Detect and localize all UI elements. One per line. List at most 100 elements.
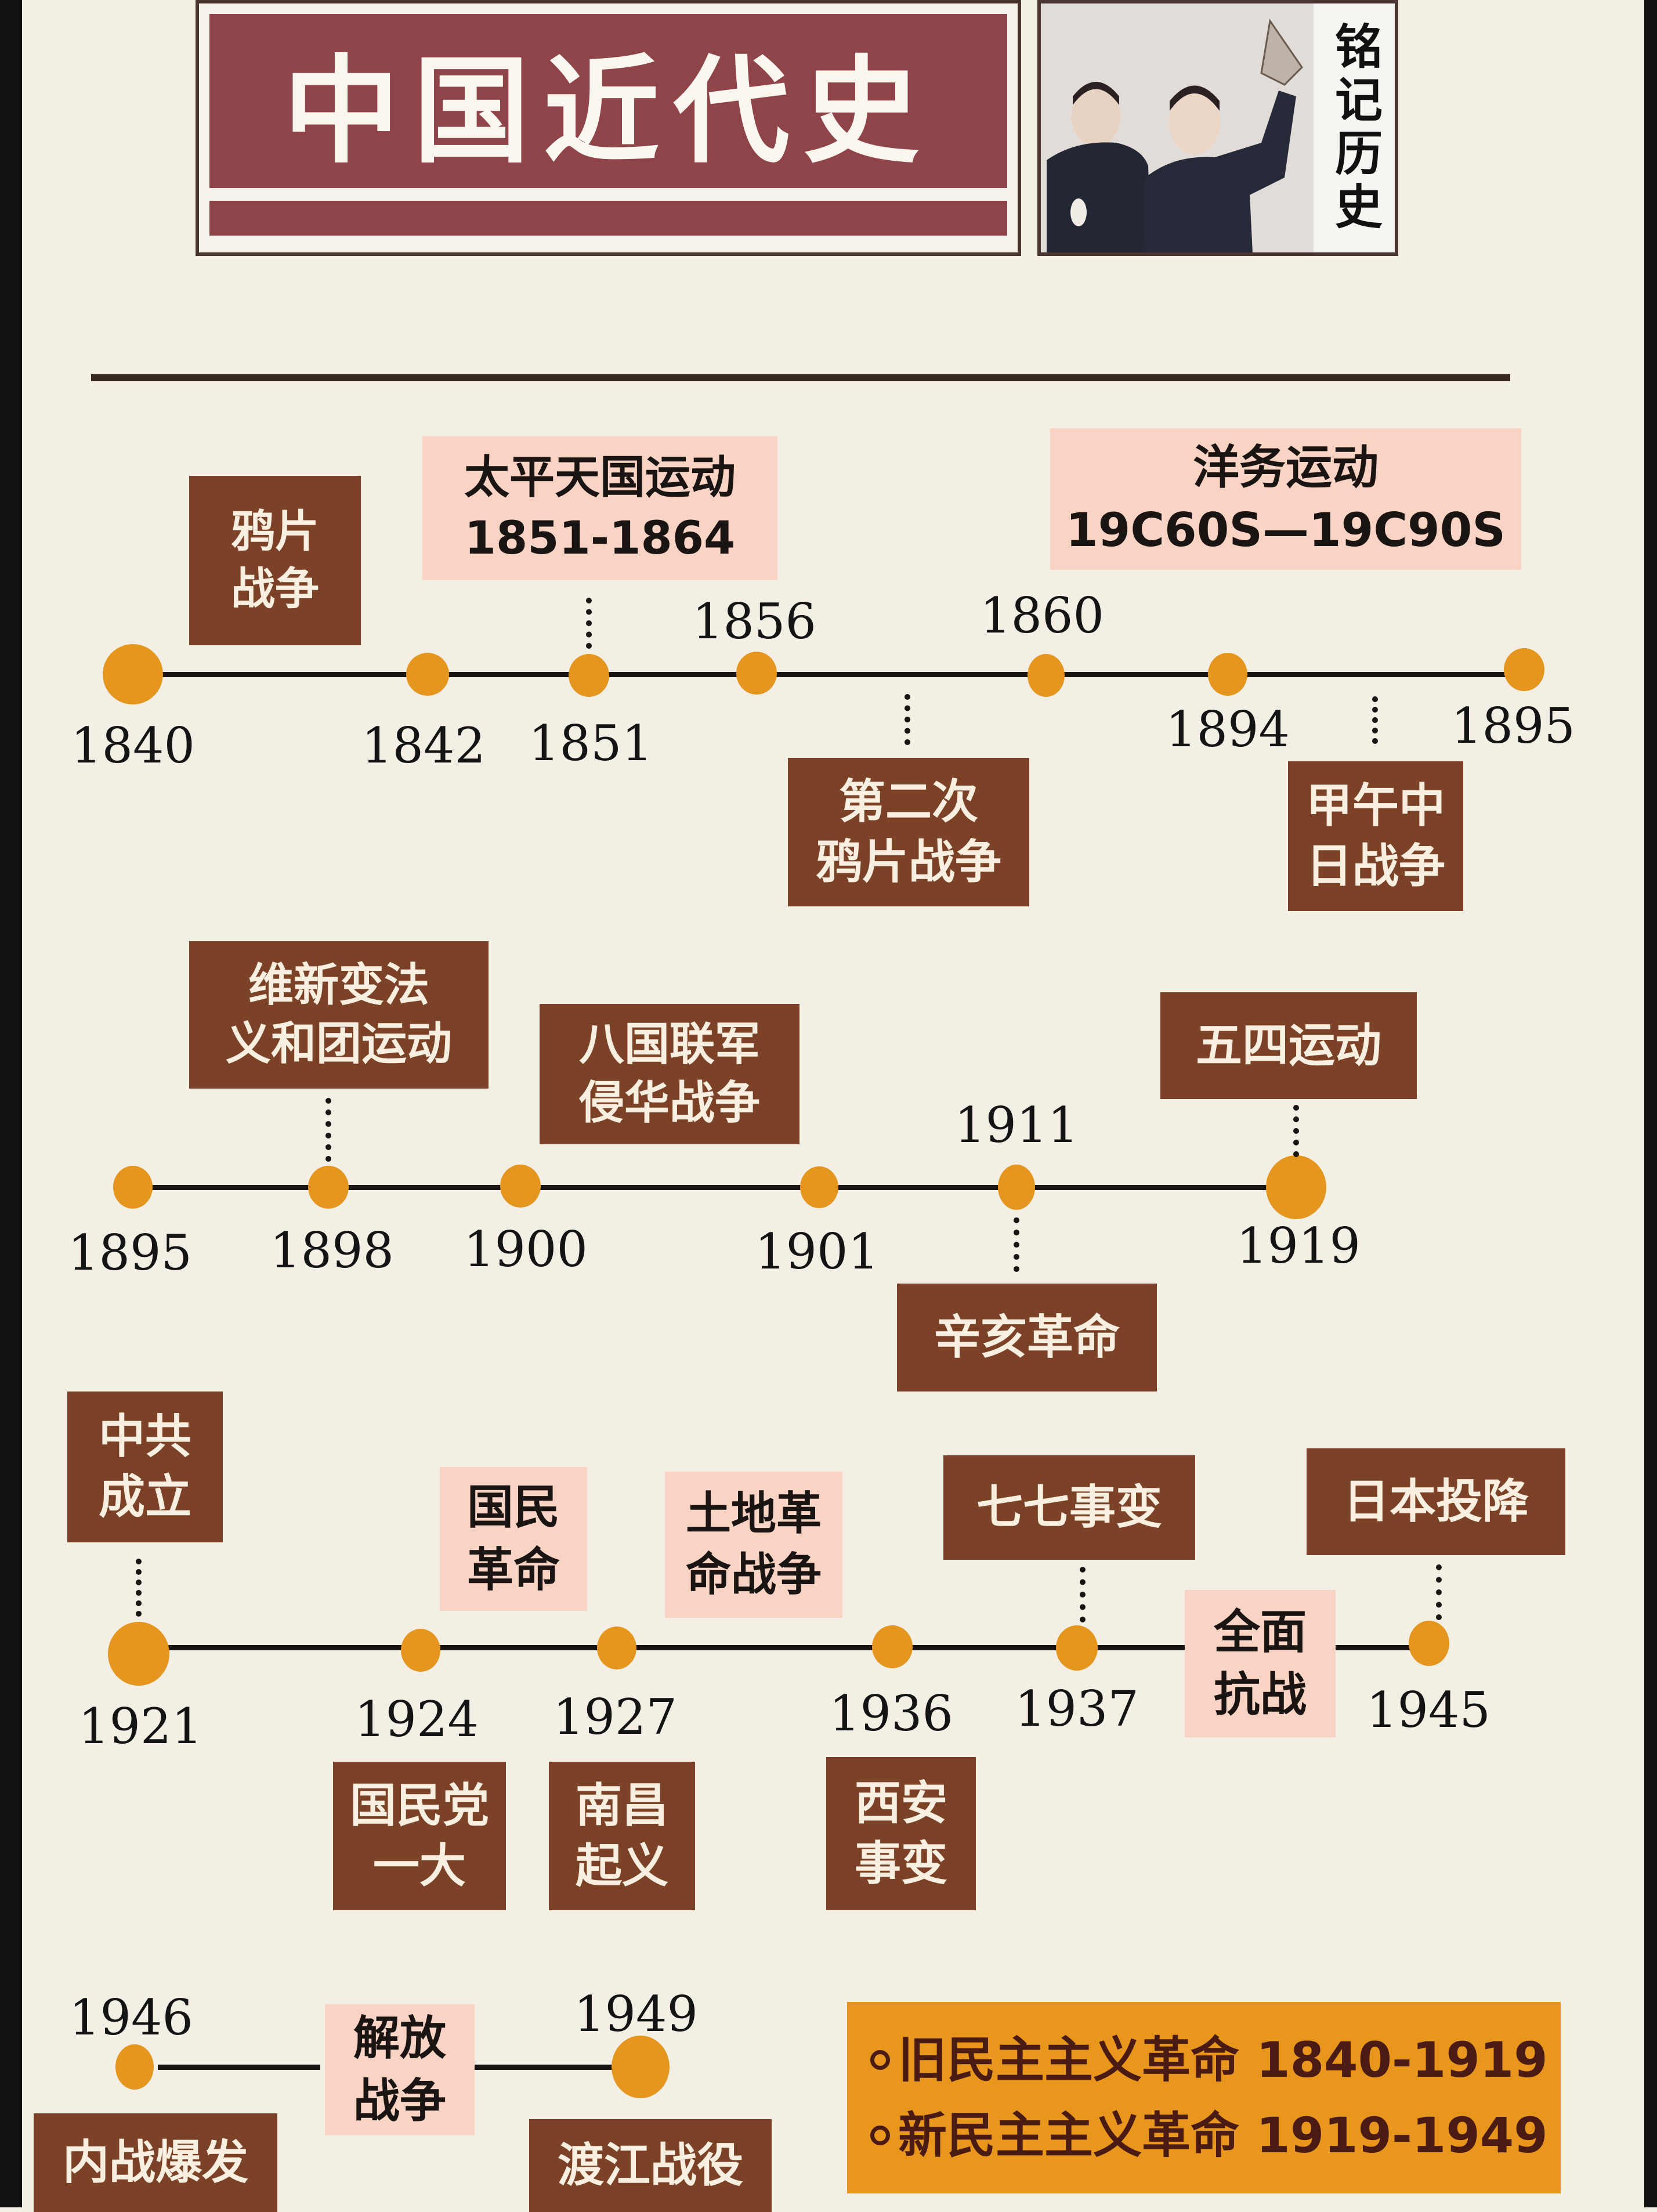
timeline-dot: [406, 653, 449, 696]
event-eight-nation-alliance: 八国联军 侵华战争: [540, 1004, 799, 1144]
event-label: 日战争: [1306, 839, 1445, 893]
title-banner: 中国近代史: [196, 0, 1021, 256]
event-reform-boxer: 维新变法 义和团运动: [189, 941, 489, 1089]
event-label: 南昌: [576, 1779, 668, 1833]
year-label: 1840: [71, 717, 195, 774]
event-label: 西安: [855, 1776, 947, 1830]
event-sino-japanese-war: 甲午中 日战争: [1288, 761, 1463, 911]
year-label: 1895: [68, 1224, 192, 1281]
circle-bullet-icon: [870, 2126, 890, 2146]
side-caption-panel: 铭记历史: [1314, 3, 1395, 252]
event-liberation-war: 解放 战争: [325, 2004, 475, 2135]
legend-label: 新民主主义革命 1919-1949: [898, 2107, 1548, 2164]
event-label: 全面: [1214, 1605, 1307, 1659]
title-panel: 中国近代史: [209, 14, 1007, 188]
year-label: 1946: [69, 1989, 193, 2046]
connector-dots: [136, 1559, 147, 1617]
year-label: 1851: [529, 715, 653, 772]
event-label: 义和团运动: [225, 1018, 452, 1070]
timeline-dot: [108, 1622, 169, 1686]
event-label: 渡江战役: [558, 2138, 743, 2192]
event-xinhai-revolution: 辛亥革命: [897, 1284, 1157, 1391]
year-label: 1949: [574, 1986, 698, 2043]
timeline-dot: [1504, 648, 1544, 691]
connector-dots: [1372, 696, 1384, 744]
year-label: 1921: [78, 1698, 202, 1755]
legend-label: 旧民主主义革命 1840-1919: [898, 2031, 1548, 2088]
timeline-dot: [401, 1629, 440, 1672]
event-yangtze-crossing: 渡江战役: [529, 2119, 772, 2212]
event-national-revolution: 国民 革命: [440, 1467, 587, 1611]
timeline-dot: [1409, 1621, 1449, 1666]
event-self-strengthening: 洋务运动 19C60S—19C90S: [1050, 428, 1521, 570]
year-label: 1901: [755, 1223, 879, 1280]
event-label: 鸦片: [231, 505, 319, 558]
event-second-opium-war: 第二次 鸦片战争: [788, 758, 1029, 906]
year-label: 1945: [1366, 1682, 1490, 1738]
event-kmt-first-congress: 国民党 一大: [333, 1762, 506, 1910]
event-label: 鸦片战争: [816, 835, 1001, 889]
legend-item-old-democratic: 旧民主主义革命 1840-1919: [870, 2022, 1561, 2098]
event-label: 一大: [373, 1839, 466, 1893]
event-xian-incident: 西安 事变: [826, 1757, 976, 1910]
event-label: 甲午中: [1306, 779, 1445, 833]
side-caption: 铭记历史: [1326, 21, 1382, 235]
event-label: 抗战: [1214, 1668, 1307, 1722]
event-civil-war-outbreak: 内战爆发: [34, 2113, 277, 2212]
timeline-dot: [113, 1166, 153, 1209]
timeline-dot: [800, 1166, 838, 1208]
event-label: 19C60S—19C90S: [1066, 503, 1506, 557]
event-opium-war: 鸦片 战争: [189, 476, 361, 645]
timeline-dot: [1208, 653, 1247, 696]
year-label: 1924: [354, 1691, 479, 1748]
timeline-dot: [500, 1165, 541, 1208]
timeline-line: [139, 1645, 1429, 1650]
year-label: 1842: [361, 717, 486, 774]
timeline-dot: [1028, 654, 1065, 697]
event-label: 战争: [231, 563, 319, 615]
event-label: 八国联军: [578, 1018, 760, 1071]
title-stripe: [209, 201, 1007, 236]
event-label: 革命: [467, 1543, 560, 1597]
event-label: 起义: [576, 1839, 668, 1893]
event-label: 命战争: [685, 1549, 822, 1601]
timeline-line: [133, 1185, 1296, 1190]
circle-bullet-icon: [870, 2050, 890, 2070]
event-label: 维新变法: [248, 959, 429, 1011]
event-nanchang-uprising: 南昌 起义: [549, 1762, 695, 1910]
event-label: 土地革: [685, 1487, 822, 1540]
year-label: 1900: [464, 1221, 588, 1278]
event-label: 第二次: [839, 775, 978, 829]
timeline-dot: [1266, 1155, 1326, 1219]
event-ccp-founded: 中共 成立: [67, 1391, 223, 1542]
year-label: 1895: [1451, 697, 1575, 754]
event-label: 中共: [99, 1409, 191, 1463]
event-label: 日本投降: [1343, 1474, 1529, 1528]
year-label: 1927: [553, 1689, 677, 1745]
timeline-line: [158, 2065, 320, 2070]
event-label: 国民: [467, 1480, 560, 1534]
event-full-scale-war: 全面 抗战: [1185, 1590, 1336, 1737]
connector-dots: [905, 694, 916, 745]
event-may-fourth: 五四运动: [1160, 992, 1417, 1099]
timeline-dot: [612, 2036, 670, 2098]
connector-dots: [1080, 1567, 1091, 1622]
event-label: 解放: [353, 2011, 446, 2065]
year-label: 1937: [1015, 1680, 1139, 1737]
event-label: 事变: [855, 1837, 947, 1891]
right-frame-border: [1644, 0, 1657, 2207]
year-label: 1856: [692, 593, 816, 650]
year-label: 1898: [270, 1222, 394, 1279]
timeline-dot: [597, 1627, 636, 1669]
event-label: 侵华战争: [578, 1077, 760, 1129]
timeline-dot: [1056, 1625, 1098, 1671]
year-label: 1919: [1236, 1217, 1361, 1274]
year-label: 1911: [954, 1097, 1079, 1154]
year-label: 1894: [1166, 701, 1290, 758]
timeline-dot: [872, 1625, 913, 1668]
two-figures-illustration-icon: [1041, 3, 1314, 252]
year-label: 1860: [980, 587, 1104, 644]
header-illustration: 铭记历史: [1037, 0, 1398, 256]
timeline-line: [133, 672, 1524, 677]
section-divider: [91, 374, 1510, 381]
